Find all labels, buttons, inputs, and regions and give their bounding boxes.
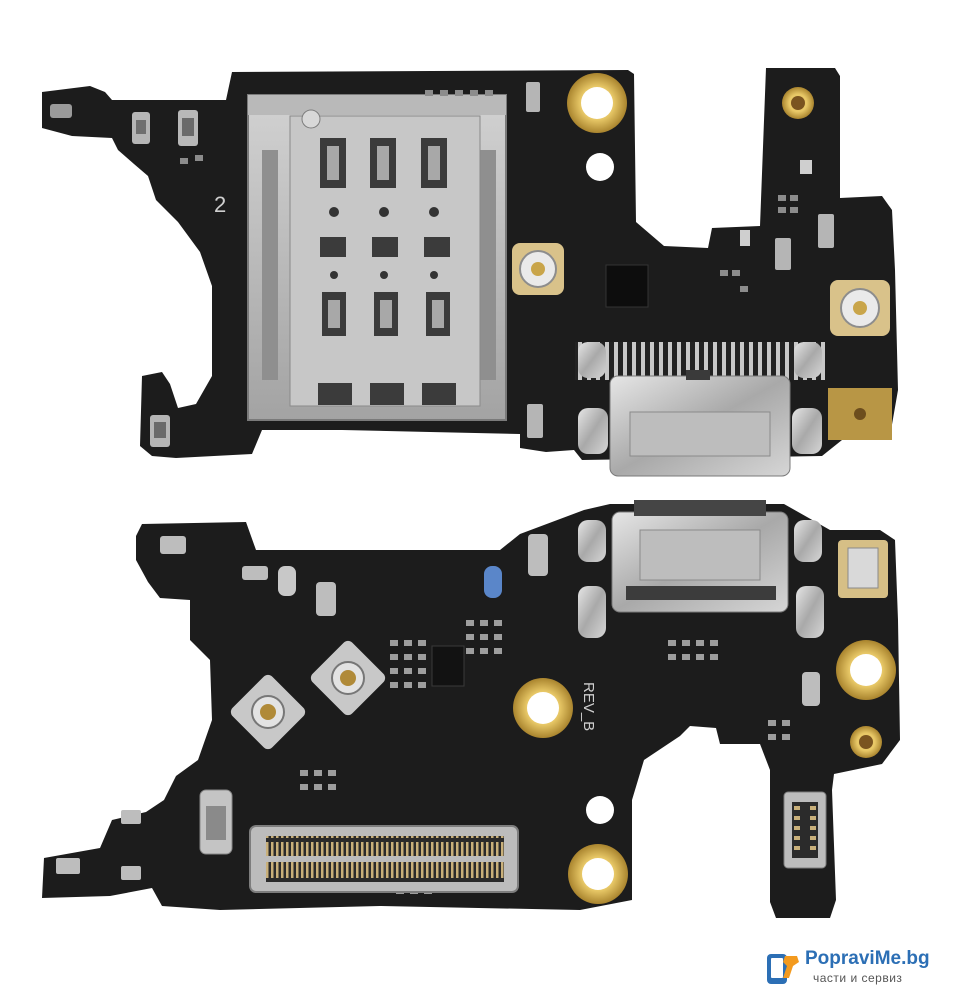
antenna-connector	[830, 280, 890, 336]
bottom-board: REV_B	[42, 500, 900, 918]
ic-chip	[431, 645, 465, 687]
antenna-connector	[310, 640, 386, 716]
usb-c-port	[578, 500, 824, 638]
blue-component	[484, 566, 502, 598]
antenna-connector	[230, 674, 306, 750]
board-to-board-connector	[249, 825, 519, 893]
small-b2b-connector	[783, 791, 827, 869]
sim-slot-marker: 2	[214, 192, 226, 217]
sim-card-reader	[247, 94, 507, 421]
revision-marking: REV_B	[580, 682, 597, 731]
brand-watermark: PopraviMe.bg части и сервиз	[757, 946, 957, 990]
brand-name: PopraviMe.bg	[805, 948, 930, 969]
wrench-phone-logo-icon	[767, 954, 799, 984]
usb-c-port	[575, 342, 825, 477]
ic-chip	[605, 264, 649, 308]
brand-tagline: части и сервиз	[813, 971, 903, 985]
top-board: 2	[42, 68, 898, 477]
top-left-clip	[50, 104, 72, 118]
antenna-connector	[512, 243, 564, 295]
